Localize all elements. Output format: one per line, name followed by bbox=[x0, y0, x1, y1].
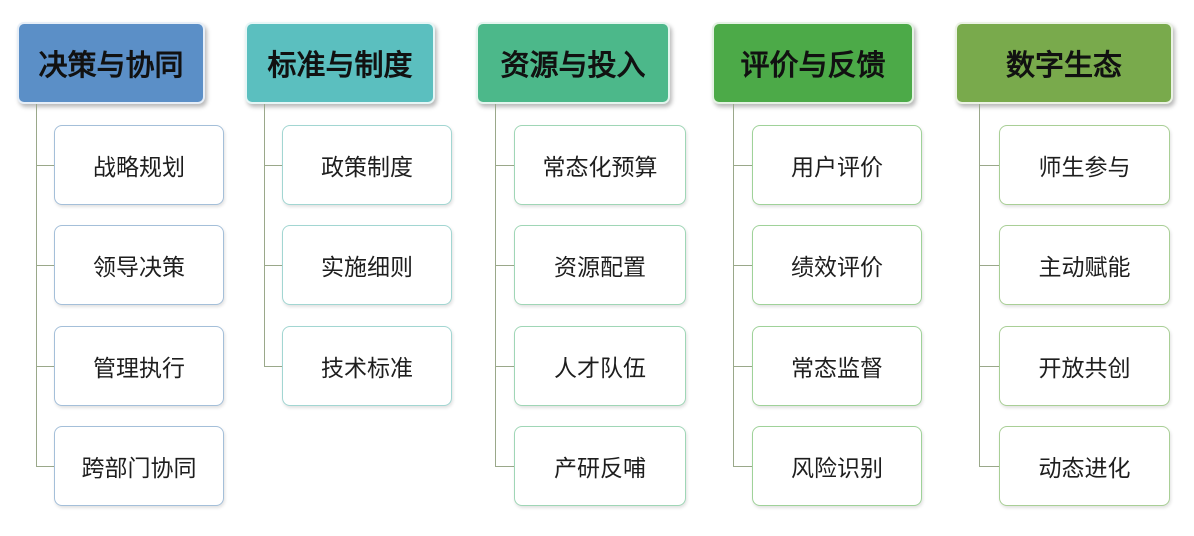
connector-tick bbox=[733, 265, 752, 266]
item-box: 用户评价 bbox=[752, 125, 922, 205]
item-box: 技术标准 bbox=[282, 326, 452, 406]
item-box: 常态监督 bbox=[752, 326, 922, 406]
item-box: 动态进化 bbox=[999, 426, 1170, 506]
connector-line bbox=[264, 104, 265, 366]
connector-tick bbox=[733, 366, 752, 367]
column-header: 标准与制度 bbox=[245, 22, 435, 104]
connector-tick bbox=[36, 366, 54, 367]
connector-tick bbox=[36, 466, 54, 467]
connector-line bbox=[36, 104, 37, 466]
connector-tick bbox=[979, 366, 999, 367]
connector-tick bbox=[264, 165, 282, 166]
column-header: 资源与投入 bbox=[476, 22, 670, 104]
connector-tick bbox=[495, 165, 514, 166]
connector-tick bbox=[495, 366, 514, 367]
connector-tick bbox=[495, 466, 514, 467]
item-box: 资源配置 bbox=[514, 225, 686, 305]
connector-tick bbox=[733, 165, 752, 166]
column-header: 数字生态 bbox=[955, 22, 1173, 104]
item-box: 师生参与 bbox=[999, 125, 1170, 205]
item-box: 绩效评价 bbox=[752, 225, 922, 305]
item-box: 政策制度 bbox=[282, 125, 452, 205]
connector-line bbox=[733, 104, 734, 466]
column-header: 评价与反馈 bbox=[712, 22, 914, 104]
item-box: 管理执行 bbox=[54, 326, 224, 406]
item-box: 开放共创 bbox=[999, 326, 1170, 406]
item-box: 常态化预算 bbox=[514, 125, 686, 205]
item-box: 领导决策 bbox=[54, 225, 224, 305]
connector-tick bbox=[733, 466, 752, 467]
connector-line bbox=[979, 104, 980, 466]
connector-tick bbox=[979, 165, 999, 166]
item-box: 风险识别 bbox=[752, 426, 922, 506]
connector-tick bbox=[495, 265, 514, 266]
item-box: 实施细则 bbox=[282, 225, 452, 305]
item-box: 主动赋能 bbox=[999, 225, 1170, 305]
connector-tick bbox=[36, 165, 54, 166]
connector-tick bbox=[264, 366, 282, 367]
item-box: 人才队伍 bbox=[514, 326, 686, 406]
item-box: 跨部门协同 bbox=[54, 426, 224, 506]
connector-tick bbox=[979, 466, 999, 467]
column-header: 决策与协同 bbox=[17, 22, 205, 104]
connector-tick bbox=[264, 265, 282, 266]
connector-line bbox=[495, 104, 496, 466]
connector-tick bbox=[36, 265, 54, 266]
connector-tick bbox=[979, 265, 999, 266]
item-box: 产研反哺 bbox=[514, 426, 686, 506]
item-box: 战略规划 bbox=[54, 125, 224, 205]
